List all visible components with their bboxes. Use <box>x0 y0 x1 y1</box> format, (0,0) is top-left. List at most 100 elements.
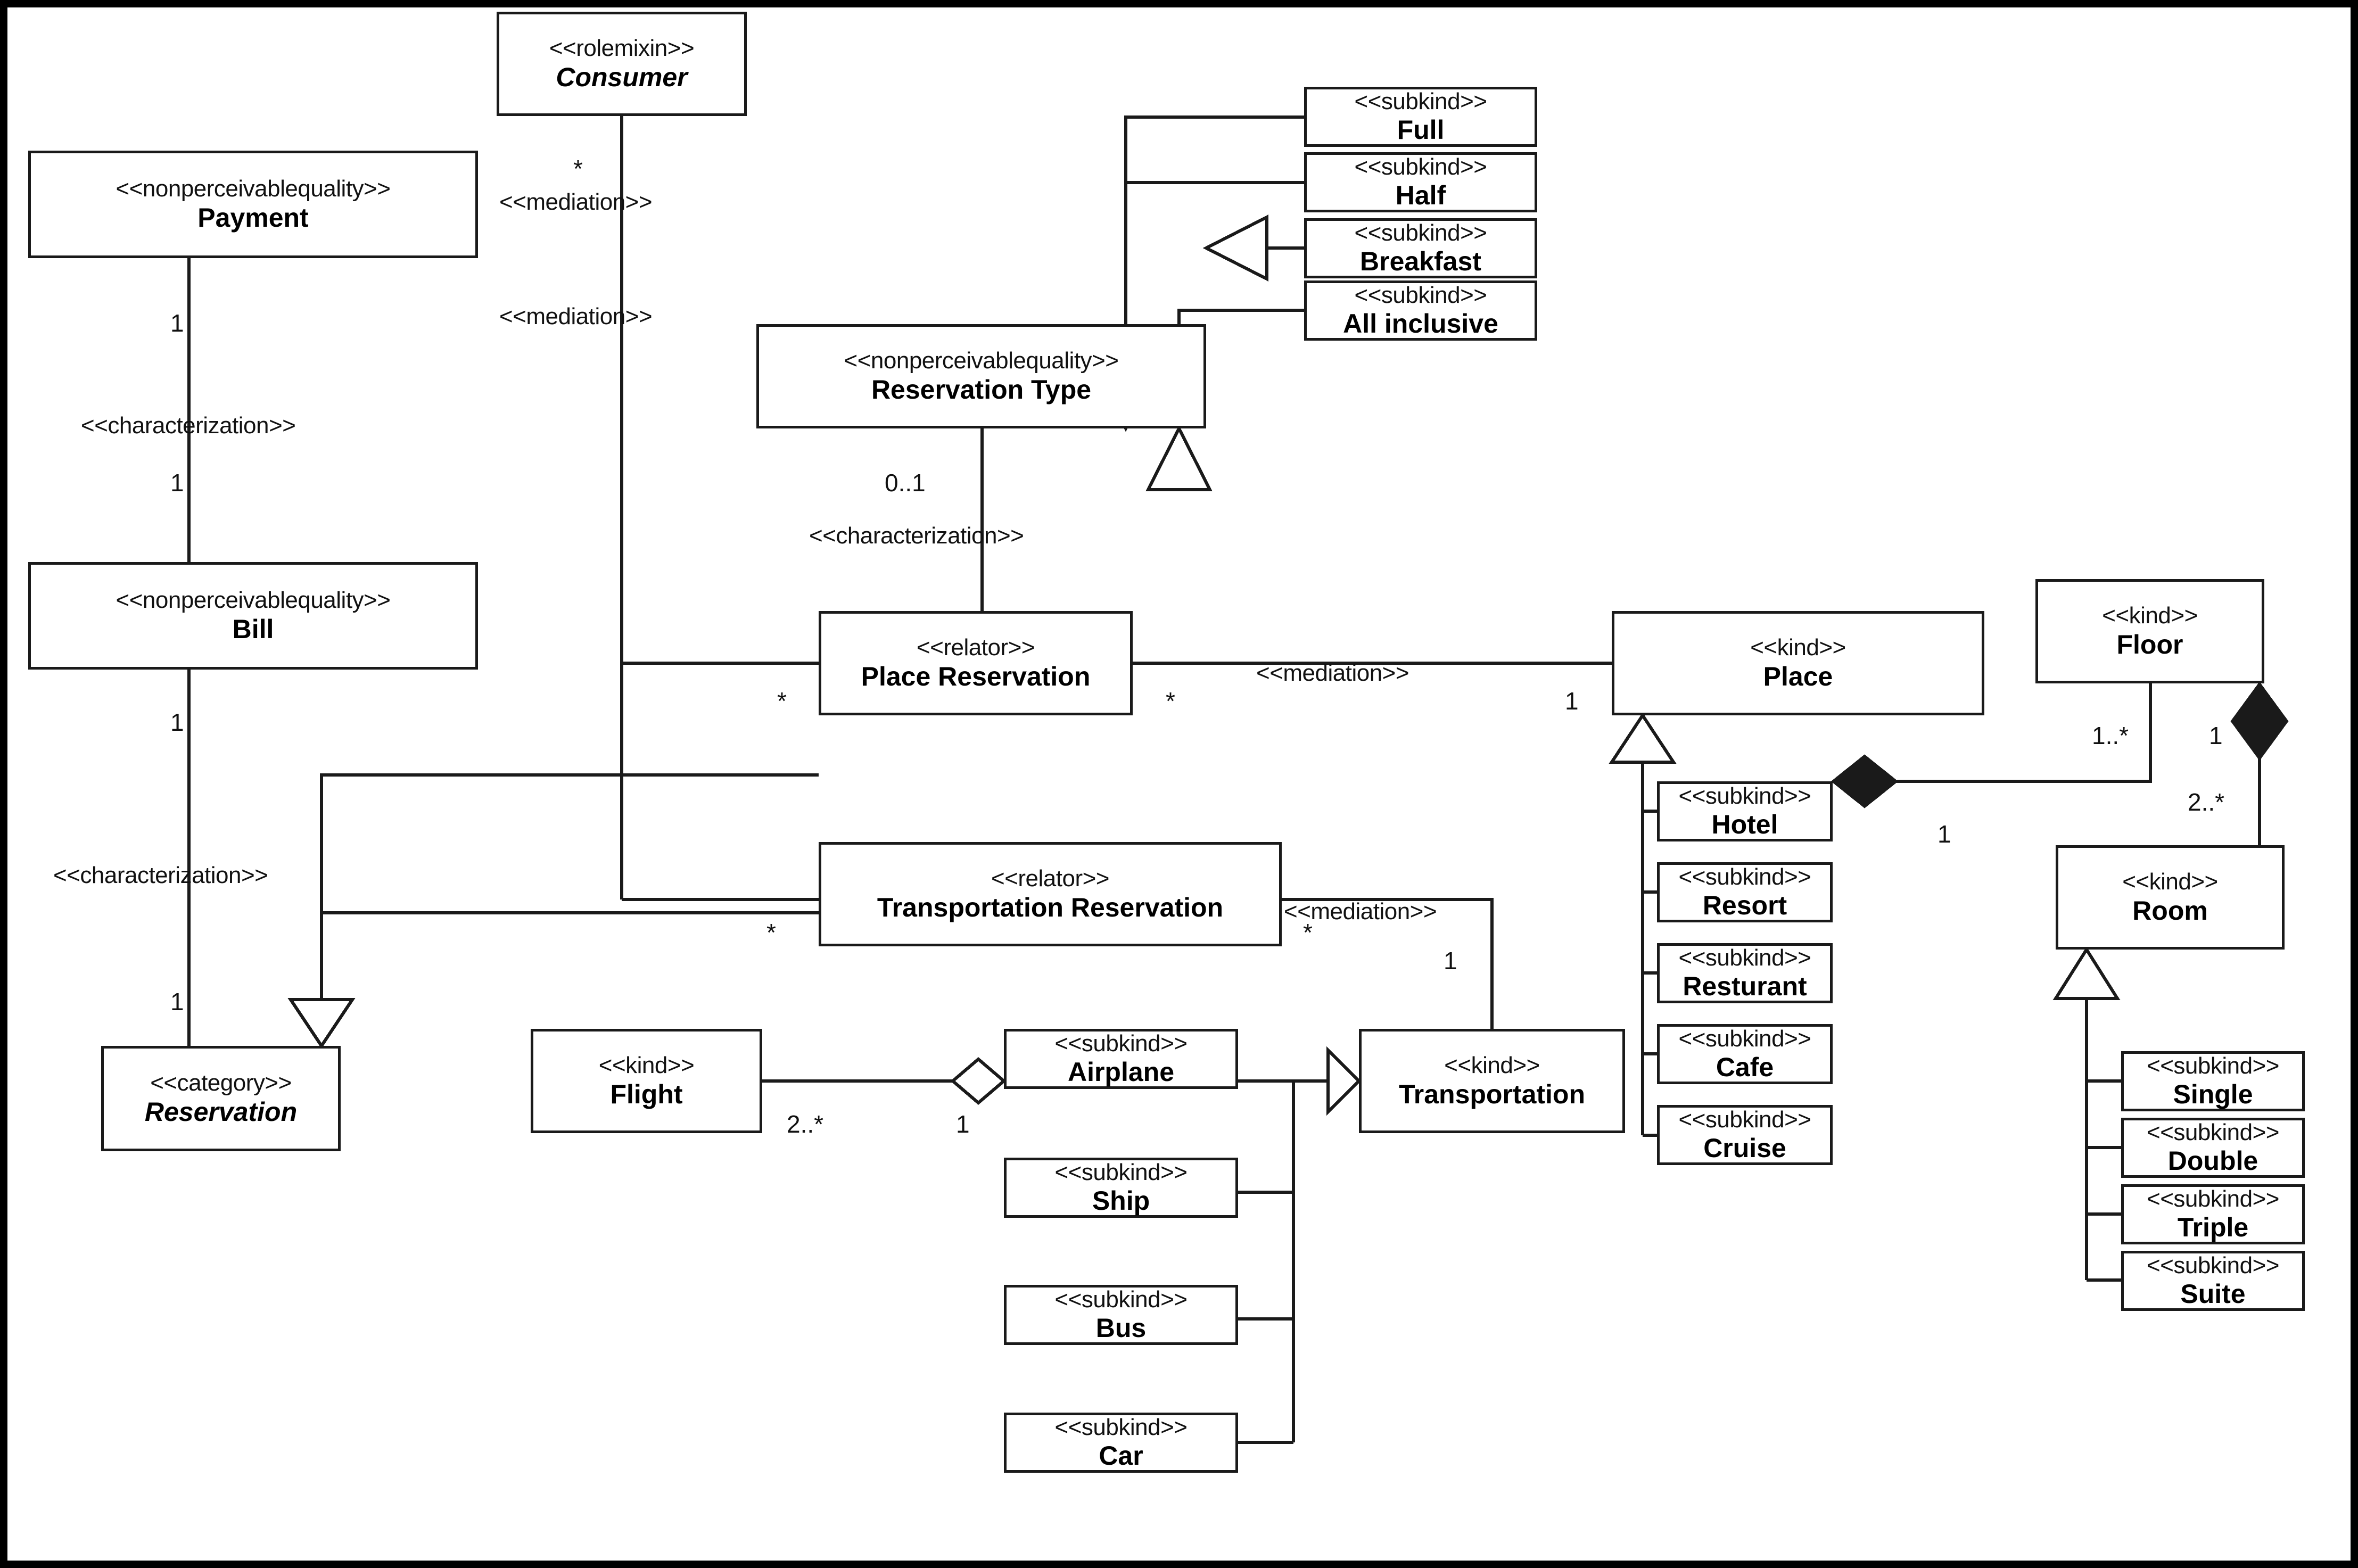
class-box-consumer[interactable]: <<rolemixin>>Consumer <box>497 12 747 116</box>
class-stereotype-car: <<subkind>> <box>1054 1414 1188 1440</box>
relation-label-consumer-pr-mult: * <box>573 155 583 183</box>
class-name-transportation: Transportation <box>1398 1079 1586 1109</box>
class-box-triple[interactable]: <<subkind>>Triple <box>2121 1184 2305 1244</box>
class-stereotype-triple: <<subkind>> <box>2147 1185 2279 1212</box>
class-box-airplane[interactable]: <<subkind>>Airplane <box>1004 1029 1238 1089</box>
class-name-cafe: Cafe <box>1716 1052 1774 1083</box>
class-box-breakfast[interactable]: <<subkind>>Breakfast <box>1304 218 1537 278</box>
class-box-double[interactable]: <<subkind>>Double <box>2121 1118 2305 1178</box>
class-stereotype-breakfast: <<subkind>> <box>1354 219 1487 246</box>
class-stereotype-cafe: <<subkind>> <box>1678 1025 1811 1052</box>
class-box-transportation[interactable]: <<kind>>Transportation <box>1359 1029 1625 1133</box>
class-name-all-inclusive: All inclusive <box>1343 309 1498 339</box>
class-stereotype-reservation-type: <<nonperceivablequality>> <box>844 348 1119 374</box>
class-name-single: Single <box>2173 1079 2253 1110</box>
relation-label-rt-pr-mult: 0..1 <box>885 469 926 497</box>
class-name-suite: Suite <box>2180 1279 2246 1309</box>
class-name-cruise: Cruise <box>1703 1133 1786 1163</box>
relation-label-pr-place-stereo: <<mediation>> <box>1256 660 1409 686</box>
class-box-half[interactable]: <<subkind>>Half <box>1304 152 1537 212</box>
class-name-floor: Floor <box>2116 629 2183 659</box>
relation-label-payment-bill-mult-bottom: 1 <box>170 469 184 497</box>
relation-label-flight-airplane-mult-right: 1 <box>956 1110 970 1138</box>
class-name-room: Room <box>2132 895 2208 926</box>
relation-label-pr-place-mult-right: 1 <box>1565 687 1579 715</box>
class-box-reservation[interactable]: <<category>>Reservation <box>101 1046 341 1151</box>
class-box-payment[interactable]: <<nonperceivablequality>>Payment <box>28 151 478 258</box>
relation-label-bill-res-mult-top: 1 <box>170 708 184 736</box>
class-box-bus[interactable]: <<subkind>>Bus <box>1004 1285 1238 1345</box>
class-box-bill[interactable]: <<nonperceivablequality>>Bill <box>28 562 478 670</box>
class-stereotype-transportation-reservation: <<relator>> <box>991 865 1110 892</box>
relation-label-tr-transp-mult-right: 1 <box>1444 947 1457 975</box>
class-stereotype-place-reservation: <<relator>> <box>917 634 1035 661</box>
relation-label-floor-hotel-mult: 1..* <box>2092 722 2129 749</box>
class-name-reservation-type: Reservation Type <box>871 374 1092 405</box>
class-name-hotel: Hotel <box>1711 810 1778 840</box>
class-name-airplane: Airplane <box>1067 1057 1175 1087</box>
class-name-ship: Ship <box>1092 1186 1150 1216</box>
class-name-place: Place <box>1763 661 1833 691</box>
relation-label-tr-transp-stereo: <<mediation>> <box>1284 898 1437 925</box>
relation-label-floor-room-mult-top: 1 <box>2209 722 2223 749</box>
class-box-hotel[interactable]: <<subkind>>Hotel <box>1657 781 1833 841</box>
class-name-car: Car <box>1099 1441 1143 1471</box>
class-box-suite[interactable]: <<subkind>>Suite <box>2121 1251 2305 1311</box>
class-stereotype-full: <<subkind>> <box>1354 88 1487 114</box>
class-stereotype-hotel: <<subkind>> <box>1678 782 1811 809</box>
class-stereotype-flight: <<kind>> <box>598 1052 695 1079</box>
class-stereotype-airplane: <<subkind>> <box>1054 1030 1188 1057</box>
class-box-resort[interactable]: <<subkind>>Resort <box>1657 862 1833 922</box>
class-name-bus: Bus <box>1095 1313 1147 1343</box>
class-box-cafe[interactable]: <<subkind>>Cafe <box>1657 1024 1833 1084</box>
class-name-consumer: Consumer <box>556 62 688 92</box>
relation-label-payment-bill-stereo: <<characterization>> <box>81 412 296 439</box>
class-stereotype-half: <<subkind>> <box>1354 153 1487 180</box>
relation-label-tr-left-mult: * <box>766 919 776 946</box>
class-stereotype-reservation: <<category>> <box>150 1070 292 1096</box>
class-stereotype-floor: <<kind>> <box>2102 603 2198 629</box>
class-name-payment: Payment <box>197 202 309 233</box>
relation-label-hotel-floor-mult: 1 <box>1937 820 1951 848</box>
class-box-room[interactable]: <<kind>>Room <box>2056 845 2285 950</box>
class-stereotype-place: <<kind>> <box>1750 634 1846 661</box>
class-stereotype-suite: <<subkind>> <box>2147 1252 2279 1278</box>
class-name-resturant: Resturant <box>1683 971 1807 1002</box>
class-name-reservation: Reservation <box>144 1096 298 1127</box>
class-box-car[interactable]: <<subkind>>Car <box>1004 1413 1238 1473</box>
class-stereotype-room: <<kind>> <box>2122 869 2218 895</box>
class-name-triple: Triple <box>2177 1212 2249 1243</box>
class-box-full[interactable]: <<subkind>>Full <box>1304 87 1537 147</box>
class-name-place-reservation: Place Reservation <box>861 661 1091 691</box>
class-name-transportation-reservation: Transportation Reservation <box>877 892 1224 922</box>
class-box-floor[interactable]: <<kind>>Floor <box>2035 579 2264 683</box>
class-stereotype-double: <<subkind>> <box>2147 1119 2279 1145</box>
class-name-double: Double <box>2167 1146 2258 1176</box>
class-box-place[interactable]: <<kind>>Place <box>1612 611 1984 715</box>
class-box-reservation-type[interactable]: <<nonperceivablequality>>Reservation Typ… <box>756 324 1206 428</box>
relation-label-rt-pr-stereo: <<characterization>> <box>809 523 1024 549</box>
class-box-single[interactable]: <<subkind>>Single <box>2121 1051 2305 1111</box>
class-stereotype-bus: <<subkind>> <box>1054 1286 1188 1313</box>
class-name-resort: Resort <box>1702 890 1787 921</box>
class-stereotype-resturant: <<subkind>> <box>1678 944 1811 971</box>
class-box-transportation-reservation[interactable]: <<relator>>Transportation Reservation <box>819 842 1282 946</box>
class-stereotype-payment: <<nonperceivablequality>> <box>116 176 391 202</box>
class-box-cruise[interactable]: <<subkind>>Cruise <box>1657 1105 1833 1165</box>
class-stereotype-consumer: <<rolemixin>> <box>549 35 695 62</box>
class-name-half: Half <box>1395 180 1446 211</box>
class-name-breakfast: Breakfast <box>1360 246 1481 277</box>
class-stereotype-bill: <<nonperceivablequality>> <box>116 587 391 614</box>
relation-label-bill-res-mult-bottom: 1 <box>170 988 184 1016</box>
relation-label-consumer-pr-stereo: <<mediation>> <box>499 189 653 215</box>
relation-label-pr-place-mult-left: * <box>1166 687 1175 715</box>
class-box-resturant[interactable]: <<subkind>>Resturant <box>1657 943 1833 1003</box>
class-box-place-reservation[interactable]: <<relator>>Place Reservation <box>819 611 1133 715</box>
class-box-flight[interactable]: <<kind>>Flight <box>531 1029 762 1133</box>
relation-label-pr-left-mult: * <box>777 687 787 715</box>
relation-label-floor-room-mult-bottom: 2..* <box>2188 788 2225 816</box>
class-box-all-inclusive[interactable]: <<subkind>>All inclusive <box>1304 280 1537 341</box>
class-name-flight: Flight <box>610 1079 683 1109</box>
class-box-ship[interactable]: <<subkind>>Ship <box>1004 1158 1238 1218</box>
